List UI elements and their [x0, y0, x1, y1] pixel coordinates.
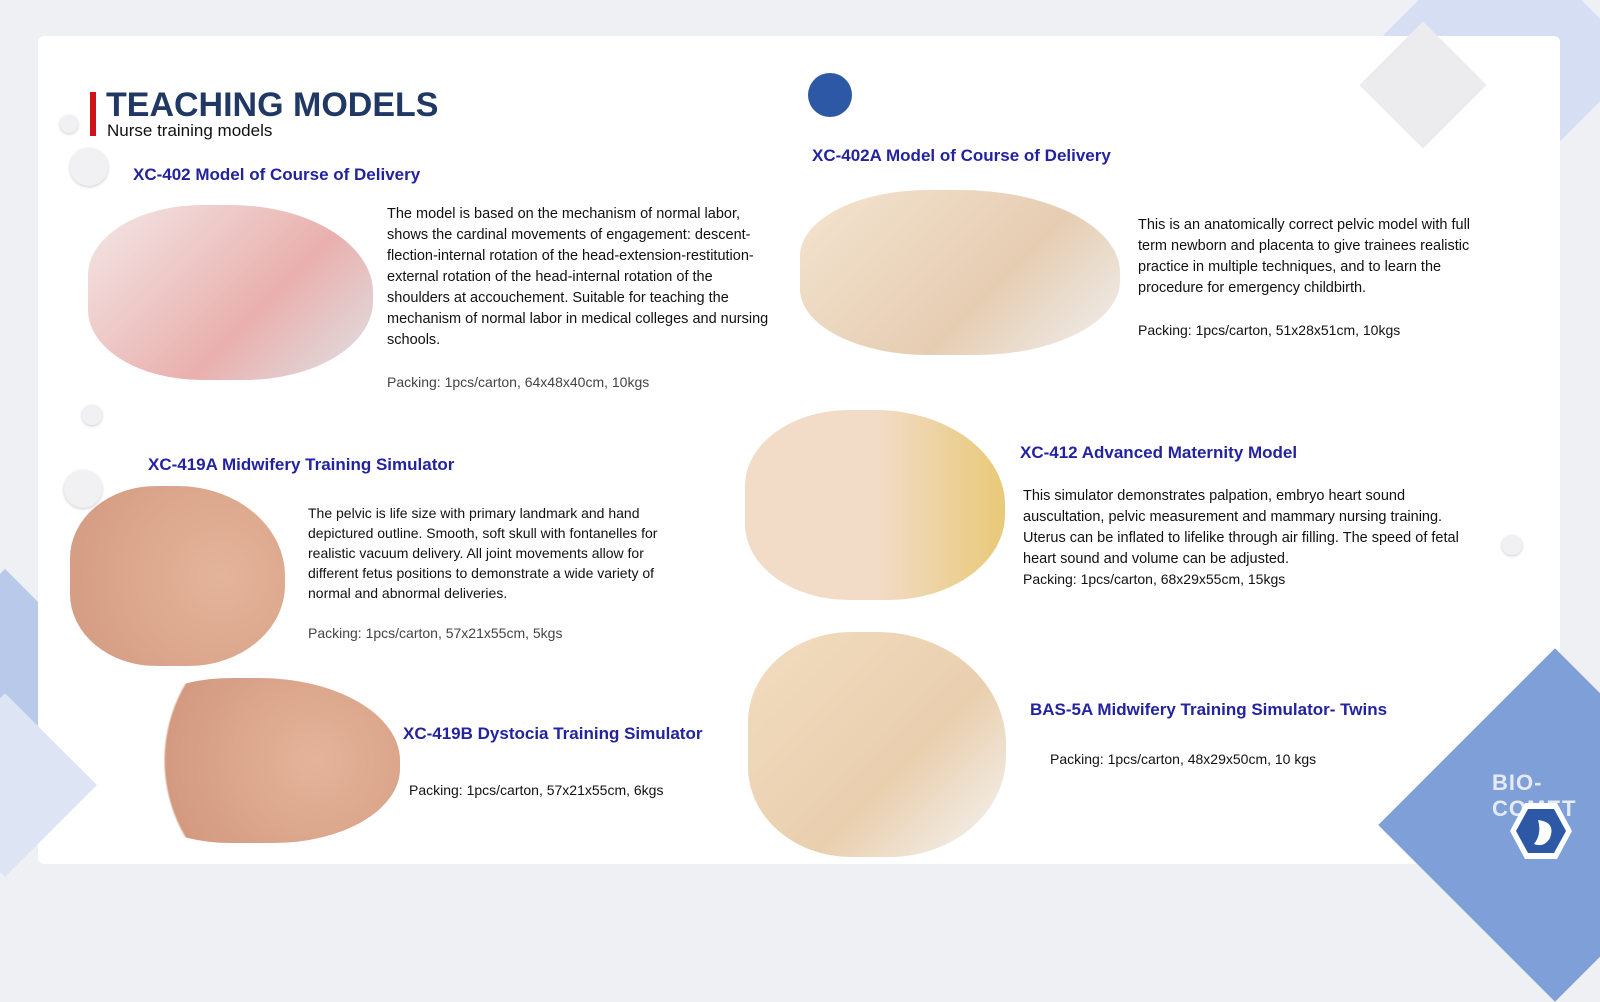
product-image — [88, 205, 373, 380]
decor-bubble — [1502, 535, 1522, 555]
decor-bubble — [82, 405, 102, 425]
decor-bubble — [64, 470, 102, 508]
product-description: The pelvic is life size with primary lan… — [308, 505, 658, 601]
product-description: The model is based on the mechanism of n… — [387, 206, 769, 348]
product-packing: Packing: 1pcs/carton, 57x21x55cm, 5kgs — [308, 625, 563, 641]
product-packing: Packing: 1pcs/carton, 51x28x51cm, 10kgs — [1138, 322, 1401, 338]
page-subtitle: Nurse training models — [107, 121, 273, 140]
page-title: TEACHING MODELS — [106, 86, 439, 124]
product-title: XC-402A Model of Course of Delivery — [812, 146, 1111, 165]
product-title: BAS-5A Midwifery Training Simulator- Twi… — [1030, 700, 1388, 719]
product-title: XC-402 Model of Course of Delivery — [133, 165, 421, 184]
decor-bubble — [60, 115, 78, 133]
product-description: This is an anatomically correct pelvic m… — [1138, 217, 1471, 296]
product-title: XC-419A Midwifery Training Simulator — [148, 455, 455, 474]
product-title: XC-419B Dystocia Training Simulator — [403, 724, 703, 743]
decor-dot — [808, 73, 852, 117]
product-title: XC-412 Advanced Maternity Model — [1020, 443, 1298, 462]
decor-bubble — [70, 148, 108, 186]
product-image — [748, 632, 1006, 857]
product-image — [800, 190, 1120, 355]
brand-logo-icon — [1508, 800, 1574, 862]
product-packing: Packing: 1pcs/carton, 64x48x40cm, 10kgs — [387, 374, 650, 390]
product-packing: Packing: 1pcs/carton, 57x21x55cm, 6kgs — [409, 782, 664, 798]
product-image — [70, 486, 285, 666]
product-packing: Packing: 1pcs/carton, 48x29x50cm, 10 kgs — [1050, 751, 1317, 767]
product-image — [745, 410, 1005, 600]
product-description: This simulator demonstrates palpation, e… — [1023, 488, 1459, 567]
product-packing: Packing: 1pcs/carton, 68x29x55cm, 15kgs — [1023, 571, 1286, 587]
title-accent-bar — [90, 92, 96, 136]
product-image — [118, 678, 400, 843]
